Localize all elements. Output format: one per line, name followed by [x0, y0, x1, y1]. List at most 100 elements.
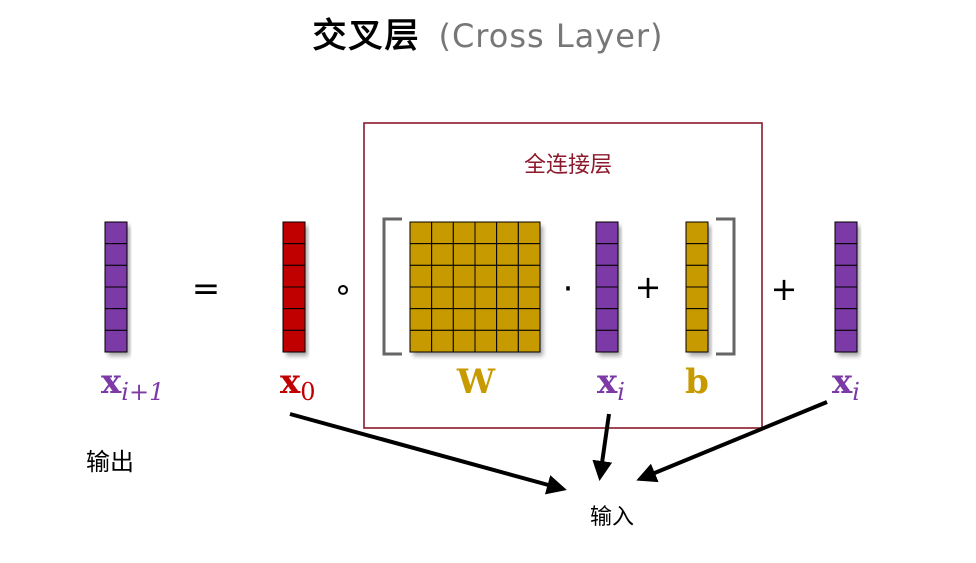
matrix-cell — [474, 243, 498, 266]
matrix-cell — [431, 264, 454, 288]
label-x-i-plus-1: xi+1 — [101, 362, 164, 406]
vector-cell — [104, 221, 128, 245]
matrix-cell — [452, 264, 476, 288]
fc-layer-label: 全连接层 — [524, 153, 612, 178]
matrix-cell — [431, 221, 454, 245]
title-english: (Cross Layer) — [438, 17, 664, 55]
vector-cell — [282, 308, 306, 331]
matrix-cell — [474, 221, 498, 245]
matrix-cell — [474, 329, 498, 353]
matrix-cell — [517, 264, 541, 288]
hadamard-operator: ∘ — [333, 270, 353, 308]
matrix-cell — [496, 308, 519, 331]
matrix-cell — [517, 329, 541, 353]
label-b: b — [685, 362, 709, 402]
label-xi-outer-sub: i — [852, 378, 860, 406]
vector-cell — [104, 329, 128, 353]
vector-cell — [685, 243, 709, 266]
equals-operator: = — [192, 269, 221, 309]
matrix-cell — [431, 243, 454, 266]
matrix-cell — [496, 286, 519, 310]
vector-cell — [834, 308, 858, 331]
vector-cell — [595, 329, 619, 353]
label-x-i-plus-1-base: x — [101, 362, 122, 402]
diagram-title: 交叉层 (Cross Layer) — [0, 8, 976, 57]
label-xi-inner: xi — [597, 362, 625, 406]
matrix-cell — [409, 329, 433, 353]
output-text: 输出 — [86, 448, 134, 476]
label-x0-base: x — [280, 362, 301, 402]
vector-cell — [595, 221, 619, 245]
bias-vector — [685, 221, 709, 353]
matrix-cell — [496, 329, 519, 353]
vector-cell — [834, 264, 858, 288]
vector-cell — [282, 329, 306, 353]
vector-cell — [104, 243, 128, 266]
vector-cell — [595, 286, 619, 310]
matrix-cell — [431, 329, 454, 353]
vector-cell — [595, 264, 619, 288]
matrix-cell — [496, 221, 519, 245]
matrix-cell — [452, 308, 476, 331]
vector-cell — [685, 286, 709, 310]
matrix-cell — [452, 286, 476, 310]
vector-cell — [282, 221, 306, 245]
vector-cell — [104, 286, 128, 310]
arrow-xi-inner-to-input — [592, 413, 613, 481]
weight-matrix — [409, 221, 541, 353]
output-vector — [104, 221, 128, 353]
xi-inner-vector — [595, 221, 619, 353]
vector-cell — [685, 308, 709, 331]
matrix-cell — [452, 329, 476, 353]
matrix-cell — [431, 308, 454, 331]
arrow-x0-to-input — [289, 412, 567, 495]
matrix-cell — [409, 308, 433, 331]
matrix-cell — [474, 286, 498, 310]
vector-cell — [834, 329, 858, 353]
arrow-xi-outer-to-input — [636, 400, 828, 483]
vector-cell — [282, 286, 306, 310]
vector-cell — [282, 243, 306, 266]
plus-inner-operator: + — [635, 268, 662, 306]
title-chinese: 交叉层 — [312, 16, 421, 56]
vector-cell — [685, 221, 709, 245]
vector-cell — [834, 243, 858, 266]
plus-outer-operator: + — [771, 270, 798, 308]
fc-layer-box — [363, 122, 763, 429]
right-bracket — [716, 217, 736, 356]
matrix-cell — [431, 286, 454, 310]
label-xi-inner-base: x — [597, 362, 618, 402]
label-xi-outer: xi — [832, 362, 860, 406]
matrix-cell — [517, 221, 541, 245]
label-x0: x0 — [280, 362, 316, 406]
x0-vector — [282, 221, 306, 353]
matrix-cell — [517, 243, 541, 266]
vector-cell — [834, 221, 858, 245]
vector-cell — [104, 308, 128, 331]
matrix-cell — [496, 264, 519, 288]
vector-cell — [685, 264, 709, 288]
matrix-cell — [517, 308, 541, 331]
vector-cell — [104, 264, 128, 288]
matrix-cell — [496, 243, 519, 266]
matrix-cell — [409, 243, 433, 266]
matrix-cell — [517, 286, 541, 310]
matrix-cell — [452, 221, 476, 245]
left-bracket — [382, 217, 402, 356]
xi-outer-vector — [834, 221, 858, 353]
label-w: W — [456, 362, 496, 402]
matrix-cell — [452, 243, 476, 266]
label-x0-sub: 0 — [300, 378, 315, 406]
input-text: 输入 — [590, 505, 634, 530]
vector-cell — [685, 329, 709, 353]
matrix-cell — [474, 308, 498, 331]
matrix-cell — [409, 221, 433, 245]
matrix-cell — [409, 264, 433, 288]
vector-cell — [834, 286, 858, 310]
vector-cell — [595, 243, 619, 266]
vector-cell — [282, 264, 306, 288]
label-xi-outer-base: x — [832, 362, 853, 402]
vector-cell — [595, 308, 619, 331]
